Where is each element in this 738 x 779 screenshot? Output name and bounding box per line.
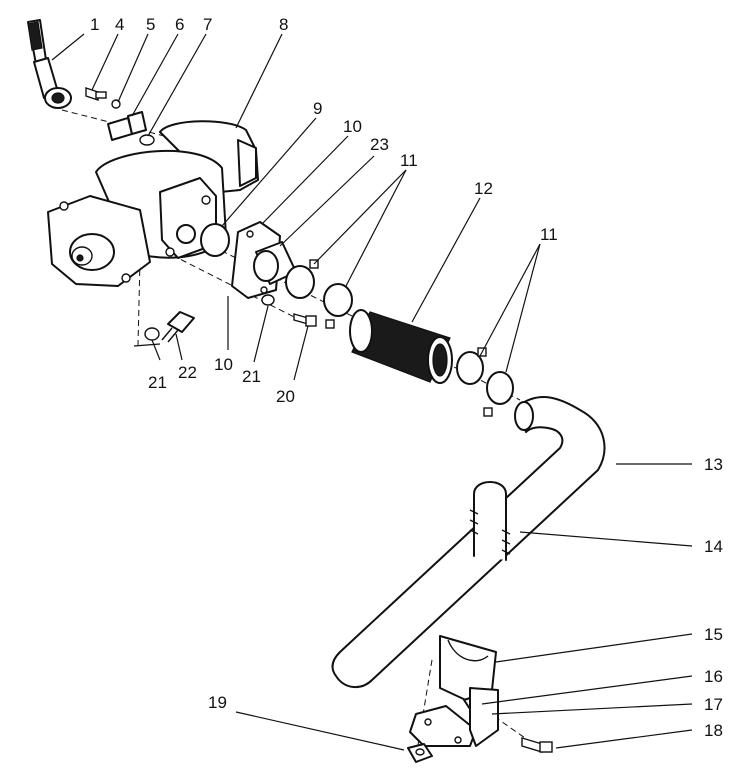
callout-11-right: 11 <box>540 225 558 244</box>
callout-17: 17 <box>704 695 723 714</box>
callout-22: 22 <box>178 363 197 382</box>
callout-11-left: 11 <box>400 151 418 170</box>
callout-10-lower: 10 <box>214 355 233 374</box>
callout-9: 9 <box>313 99 322 118</box>
callout-7: 7 <box>203 15 212 34</box>
tube <box>331 396 606 688</box>
callout-23: 23 <box>370 135 389 154</box>
nut <box>407 743 433 763</box>
callout-4: 4 <box>115 15 124 34</box>
callout-19: 19 <box>208 693 227 712</box>
callout-21-right: 21 <box>242 367 261 386</box>
callout-leaders <box>51 33 693 751</box>
u-bolt <box>469 481 511 561</box>
callout-5: 5 <box>146 15 155 34</box>
callout-18: 18 <box>704 721 723 740</box>
callout-12: 12 <box>474 179 493 198</box>
mounting-bracket <box>409 687 499 747</box>
callout-8: 8 <box>279 15 288 34</box>
capscrew <box>161 311 195 343</box>
callout-21-left: 21 <box>148 373 167 392</box>
callout-labels: 1 4 5 6 7 8 9 10 23 11 12 11 13 14 15 16… <box>90 15 723 740</box>
pump-body <box>47 120 259 287</box>
wire-lead <box>27 19 72 109</box>
small-hardware <box>85 87 155 146</box>
bolt <box>521 737 553 753</box>
callout-13: 13 <box>704 455 723 474</box>
callout-10-upper: 10 <box>343 117 362 136</box>
callout-1: 1 <box>90 15 99 34</box>
callout-16: 16 <box>704 667 723 686</box>
lock-washers <box>144 294 275 341</box>
o-ring <box>200 223 230 257</box>
callout-14: 14 <box>704 537 723 556</box>
screw <box>293 313 317 327</box>
callout-15: 15 <box>704 625 723 644</box>
callout-6: 6 <box>175 15 184 34</box>
callout-20: 20 <box>276 387 295 406</box>
hose <box>349 309 453 384</box>
